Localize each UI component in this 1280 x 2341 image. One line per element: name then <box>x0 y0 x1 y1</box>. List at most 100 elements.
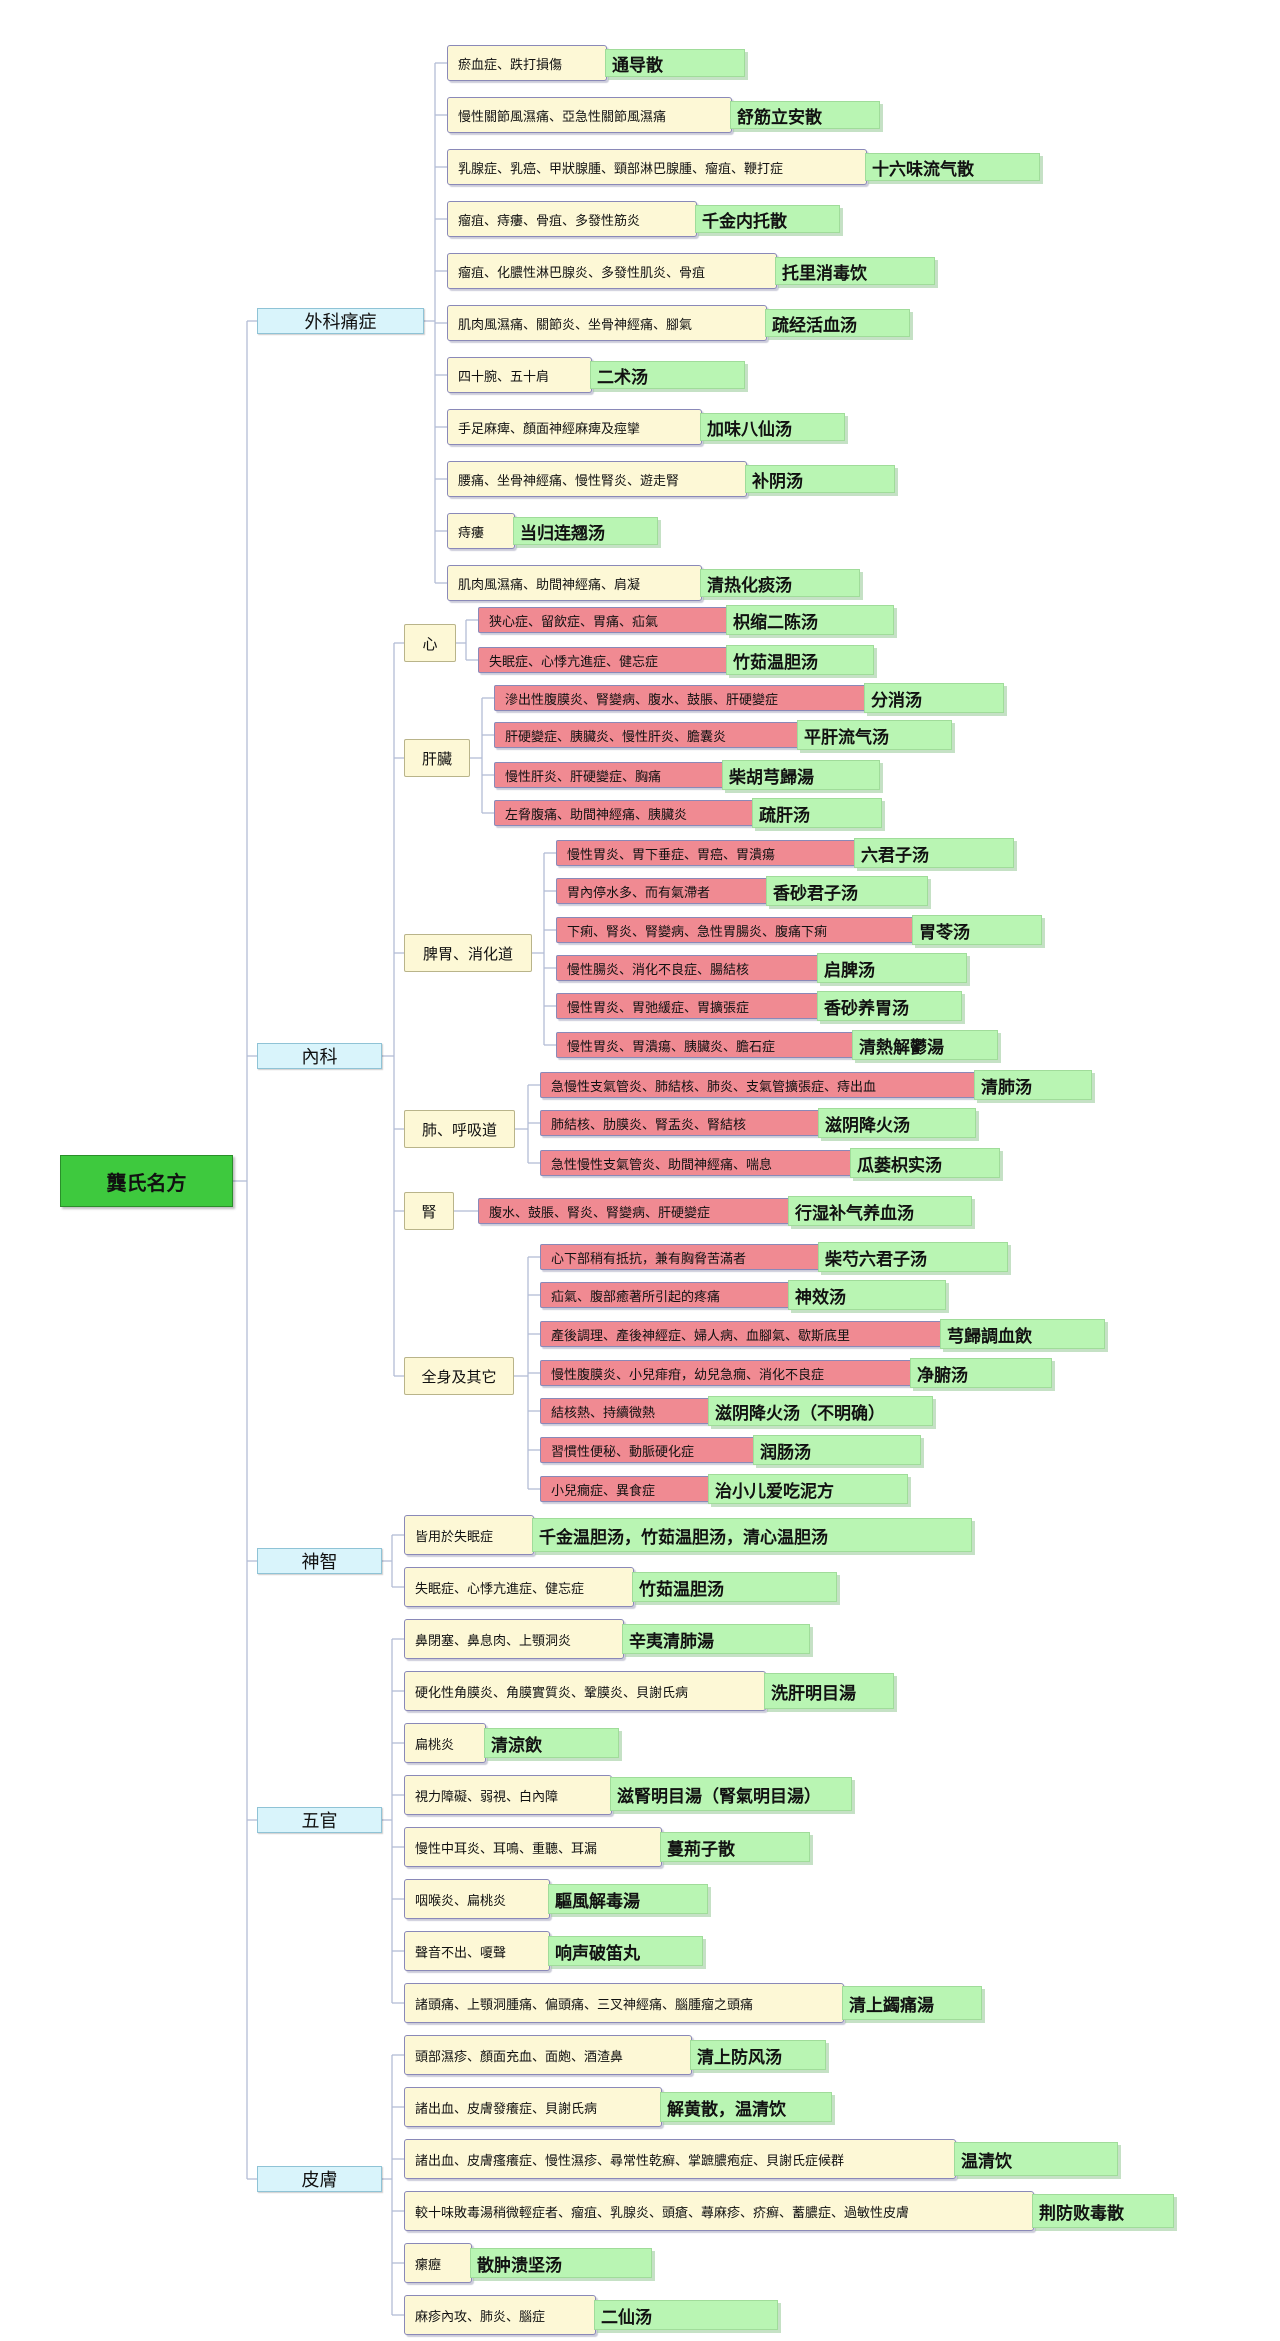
symptom-node: 聲音不出、嗄聲 <box>404 1931 550 1971</box>
formula-node: 温清饮 <box>954 2142 1118 2176</box>
symptom-node: 諸頭痛、上顎洞腫痛、偏頭痛、三叉神經痛、腦腫瘤之頭痛 <box>404 1983 844 2023</box>
symptom-node: 心下部稍有抵抗，兼有胸脅苦滿者 <box>540 1244 820 1270</box>
symptom-node: 硬化性角膜炎、角膜實質炎、鞏膜炎、貝謝氏病 <box>404 1671 766 1711</box>
subcategory-whole-body: 全身及其它 <box>404 1357 514 1395</box>
formula-node: 行湿补气养血汤 <box>788 1196 972 1226</box>
symptom-node: 鼻閉塞、鼻息肉、上顎洞炎 <box>404 1619 624 1659</box>
symptom-node: 小兒癇症、異食症 <box>540 1476 710 1502</box>
symptom-node: 左脅腹痛、助間神經痛、胰臟炎 <box>494 800 754 826</box>
symptom-node: 急慢性支氣管炎、肺結核、肺炎、支氣管擴張症、痔出血 <box>540 1072 976 1098</box>
symptom-node: 慢性胃炎、胃潰瘍、胰臟炎、膽石症 <box>556 1032 854 1058</box>
symptom-node: 手足麻痺、顏面神經麻痺及痙攣 <box>447 409 702 445</box>
symptom-node: 痔瘻 <box>447 513 515 549</box>
subcategory-heart: 心 <box>404 624 456 662</box>
formula-node: 补阴汤 <box>745 465 895 493</box>
formula-node: 舒筋立安散 <box>730 101 880 129</box>
formula-node: 芎歸調血飲 <box>940 1319 1105 1349</box>
formula-node: 竹茹温胆汤 <box>632 1572 837 1602</box>
formula-node: 蔓荊子散 <box>660 1832 810 1862</box>
symptom-node: 滲出性腹膜炎、腎變病、腹水、鼓脹、肝硬變症 <box>494 685 866 711</box>
formula-node: 清熱解鬱湯 <box>852 1030 998 1060</box>
root-node: 龔氏名方 <box>60 1155 233 1207</box>
symptom-node: 麻疹內攻、肺炎、腦症 <box>404 2295 596 2335</box>
formula-node: 辛夷清肺湯 <box>622 1624 810 1654</box>
formula-node: 竹茹温胆汤 <box>726 645 874 675</box>
formula-node: 二仙汤 <box>594 2300 778 2330</box>
symptom-node: 乳腺症、乳癌、甲狀腺腫、頸部淋巴腺腫、瘤疽、鞭打症 <box>447 149 867 185</box>
symptom-node: 下痢、腎炎、腎變病、急性胃腸炎、腹痛下痢 <box>556 917 914 943</box>
formula-node: 平肝流气汤 <box>797 720 952 750</box>
symptom-node: 失眠症、心悸亢進症、健忘症 <box>404 1567 634 1607</box>
formula-node: 净腑汤 <box>910 1358 1052 1388</box>
formula-node: 枳缩二陈汤 <box>726 605 894 635</box>
symptom-node: 結核熱、持續微熱 <box>540 1398 710 1424</box>
symptom-node: 疝氣、腹部癒著所引起的疼痛 <box>540 1282 790 1308</box>
formula-node: 香砂养胃汤 <box>817 991 962 1021</box>
formula-node: 托里消毒饮 <box>775 257 935 285</box>
symptom-node: 失眠症、心悸亢進症、健忘症 <box>478 647 728 673</box>
category-external-pain: 外科痛症 <box>257 308 424 334</box>
symptom-node: 頭部濕疹、顏面充血、面皰、酒渣鼻 <box>404 2035 692 2075</box>
symptom-node: 咽喉炎、扁桃炎 <box>404 1879 550 1919</box>
subcategory-kidney: 腎 <box>404 1192 454 1230</box>
formula-node: 胃苓汤 <box>912 915 1042 945</box>
formula-node: 柴芍六君子汤 <box>818 1242 1008 1272</box>
symptom-node: 習慣性便秘、動脈硬化症 <box>540 1437 755 1463</box>
symptom-node: 產後調理、產後神經症、婦人病、血腳氣、歇斯底里 <box>540 1321 942 1347</box>
formula-node: 启脾汤 <box>817 953 967 983</box>
symptom-node: 慢性胃炎、胃下垂症、胃癌、胃潰瘍 <box>556 840 856 866</box>
formula-node: 清肺汤 <box>974 1070 1092 1100</box>
symptom-node: 四十腕、五十肩 <box>447 357 592 393</box>
symptom-node: 瘤疽、化膿性淋巴腺炎、多發性肌炎、骨疽 <box>447 253 777 289</box>
formula-node: 清上蠲痛湯 <box>842 1986 982 2020</box>
formula-node: 清涼飲 <box>484 1728 619 1758</box>
symptom-node: 慢性腹膜炎、小兒痱疳，幼兒急癇、消化不良症 <box>540 1360 912 1386</box>
formula-node: 清热化痰汤 <box>700 569 860 597</box>
formula-node: 六君子汤 <box>854 838 1014 868</box>
formula-node: 解黄散，温清饮 <box>660 2092 832 2122</box>
symptom-node: 肺結核、肋膜炎、腎盂炎、腎結核 <box>540 1110 820 1136</box>
symptom-node: 瘤疽、痔瘻、骨疽、多發性筋炎 <box>447 201 697 237</box>
formula-node: 加味八仙汤 <box>700 413 845 441</box>
formula-node: 响声破笛丸 <box>548 1936 703 1966</box>
category-internal-medicine: 內科 <box>257 1043 382 1069</box>
symptom-node: 肝硬變症、胰臟炎、慢性肝炎、膽囊炎 <box>494 722 799 748</box>
formula-node: 通导散 <box>605 49 745 77</box>
formula-node: 驅風解毒湯 <box>548 1884 708 1914</box>
symptom-node: 肌肉風濕痛、關節炎、坐骨神經痛、腳氣 <box>447 305 767 341</box>
symptom-node: 胃內停水多、而有氣滯者 <box>556 878 768 904</box>
formula-node: 当归连翘汤 <box>513 517 658 545</box>
formula-node: 千金内托散 <box>695 205 840 233</box>
symptom-node: 慢性中耳炎、耳鳴、重聽、耳漏 <box>404 1827 662 1867</box>
formula-node: 二术汤 <box>590 361 745 389</box>
formula-node: 瓜蒌枳实汤 <box>850 1148 1000 1178</box>
symptom-node: 較十味敗毒湯稍微輕症者、瘤疽、乳腺炎、頭瘡、蕁麻疹、疥癬、蓄膿症、過敏性皮膚 <box>404 2191 1034 2231</box>
formula-node: 香砂君子汤 <box>766 876 928 906</box>
formula-node: 疏经活血汤 <box>765 309 910 337</box>
formula-node: 神效汤 <box>788 1280 946 1310</box>
symptom-node: 視力障礙、弱視、白內障 <box>404 1775 612 1815</box>
formula-node: 千金温胆汤，竹茹温胆汤，清心温胆汤 <box>532 1518 972 1552</box>
symptom-node: 慢性關節風濕痛、亞急性關節風濕痛 <box>447 97 732 133</box>
symptom-node: 瘀血症、跌打損傷 <box>447 45 607 81</box>
formula-node: 散肿溃坚汤 <box>470 2248 652 2278</box>
formula-node: 润肠汤 <box>753 1435 921 1465</box>
symptom-node: 腹水、鼓脹、腎炎、腎變病、肝硬變症 <box>478 1198 790 1224</box>
formula-node: 滋腎明目湯（腎氣明目湯） <box>610 1777 852 1811</box>
symptom-node: 慢性肝炎、肝硬變症、胸痛 <box>494 762 724 788</box>
symptom-node: 諸出血、皮膚瘙癢症、慢性濕疹、尋常性乾癬、掌蹠膿疱症、貝謝氏症候群 <box>404 2139 956 2179</box>
category-five-senses: 五官 <box>257 1807 382 1833</box>
subcategory-spleen-stomach: 脾胃、消化道 <box>404 934 532 972</box>
symptom-node: 扁桃炎 <box>404 1723 486 1763</box>
symptom-node: 腰痛、坐骨神經痛、慢性腎炎、遊走腎 <box>447 461 747 497</box>
formula-node: 十六味流气散 <box>865 153 1040 181</box>
symptom-node: 急性慢性支氣管炎、助間神經痛、喘息 <box>540 1150 852 1176</box>
symptom-node: 諸出血、皮膚發癢症、貝謝氏病 <box>404 2087 662 2127</box>
symptom-node: 慢性胃炎、胃弛緩症、胃擴張症 <box>556 993 819 1019</box>
category-skin: 皮膚 <box>257 2166 382 2192</box>
formula-node: 治小儿爱吃泥方 <box>708 1474 908 1504</box>
formula-node: 滋阴降火汤（不明确） <box>708 1396 933 1426</box>
formula-node: 荆防败毒散 <box>1032 2194 1174 2228</box>
formula-node: 疏肝汤 <box>752 798 882 828</box>
